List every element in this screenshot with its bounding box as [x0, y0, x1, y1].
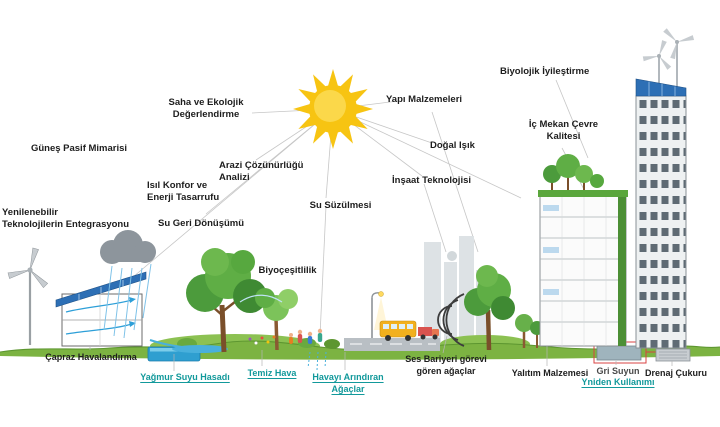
label-arazi-cozunurlugu: Arazi Çözünürlüğü Analizi	[219, 160, 304, 184]
label-dogal-isik: Doğal Işık	[430, 140, 475, 151]
road	[344, 338, 440, 351]
pond	[149, 339, 228, 353]
clean-air-swirl	[239, 294, 283, 303]
drainage-pit	[655, 348, 691, 362]
label-yapi-malzemeleri: Yapı Malzemeleri	[386, 94, 463, 105]
label-yenilenebilir: Yenilenebilir Teknolojilerin Entegrasyon…	[2, 207, 130, 231]
infiltration-lines	[307, 351, 327, 371]
label-biyolojik-iyilestirme: Biyolojik İyileştirme	[500, 66, 590, 77]
rain-cloud-icon	[100, 230, 156, 339]
label-isil-konfor: Isıl Konfor ve Enerji Tasarrufu	[147, 180, 220, 204]
sun-icon	[293, 69, 373, 149]
truck-icon	[418, 327, 439, 340]
label-ic-mekan-cevre: İç Mekan Çevre Kalitesi	[528, 119, 599, 143]
label-insaat-teknolojisi: İnşaat Teknolojisi	[392, 175, 472, 186]
label-gri-suyun: Gri Suyun	[596, 366, 640, 376]
label-su-suzulmesi: Su Süzülmesi	[309, 200, 372, 211]
label-temiz-hava: Temiz Hava	[247, 368, 297, 378]
trees-center	[186, 248, 298, 353]
bus-icon	[379, 320, 417, 341]
wind-turbine-left-icon	[7, 247, 49, 345]
label-havayi-arindiran: Havayı Arındıran Ağaçlar	[312, 372, 384, 394]
people-group	[289, 328, 323, 344]
label-capraz-havalandirma: Çapraz Havalandırma	[45, 352, 137, 362]
label-yniden-kullanimi: Yniden Kullanımı	[581, 377, 655, 387]
label-saha-ekolojik: Saha ve Ekolojik Değerlendirme	[168, 97, 244, 121]
tree-right-of-road	[464, 265, 515, 351]
green-roof-building	[538, 154, 628, 347]
label-drenaj-cukuru: Drenaj Çukuru	[644, 368, 707, 378]
label-su-geri-donusumu: Su Geri Dönüşümü	[158, 218, 245, 229]
highrise-building	[635, 78, 687, 349]
label-gunes-pasif-mimarisi: Güneş Pasif Mimarisi	[30, 143, 128, 154]
label-yagmur-suyu-hasadi: Yağmur Suyu Hasadı	[140, 372, 230, 382]
sound-barrier-arcs	[437, 293, 465, 347]
label-biyocesitlilik: Biyoçeşitlilik	[258, 265, 317, 276]
label-yalitim-malzemesi: Yalıtım Malzemesi	[511, 368, 589, 378]
label-leader-lines	[89, 335, 673, 371]
label-ses-bariyeri: Ses Bariyeri görevi gören ağaçlar	[405, 354, 487, 376]
passive-solar-house	[55, 271, 147, 347]
wildflowers	[248, 335, 276, 345]
